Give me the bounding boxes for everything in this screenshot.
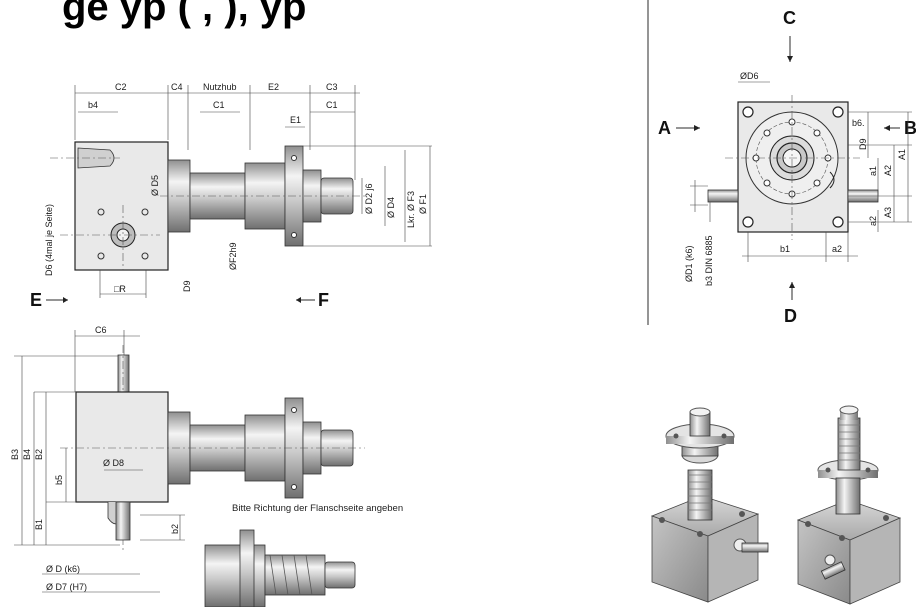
dim-a1-small: a1 (868, 166, 878, 176)
dim-f2: ØF2h9 (228, 242, 238, 270)
dim-d8: Ø D8 (103, 458, 124, 468)
dim-b3-top: b3 DIN 6885 (704, 235, 714, 286)
dim-b4: b4 (88, 100, 98, 110)
dim-e1: E1 (290, 115, 301, 125)
flange-detail (204, 544, 266, 607)
dim-b2: B2 (34, 449, 44, 460)
dim-f1: Ø F1 (418, 194, 428, 214)
key-cutout (77, 147, 115, 169)
dim-a3: A3 (883, 207, 893, 218)
dim-c6: C6 (95, 325, 107, 335)
dim-nutzhub: Nutzhub (203, 82, 237, 92)
dim-f3: Lkr. Ø F3 (406, 191, 416, 228)
dim-c4: C4 (171, 82, 183, 92)
dim-d6-top: ØD6 (740, 71, 759, 81)
iso-spindle-2 (837, 417, 861, 471)
view-label-e: E (30, 290, 42, 310)
dim-e2: E2 (268, 82, 279, 92)
dim-d1-top: ØD1 (k6) (684, 245, 694, 282)
iso-view-1 (650, 407, 769, 603)
title-fragment: ge yp ( , ), yp (62, 0, 306, 29)
dim-b2-small: b2 (170, 524, 180, 534)
dim-d9-top: D9 (858, 138, 868, 150)
dim-d9: D9 (182, 280, 192, 292)
view-label-c: C (783, 8, 796, 28)
dim-a2: A2 (883, 165, 893, 176)
dim-a1: A1 (897, 149, 907, 160)
dim-b6: b6. (852, 118, 865, 128)
view-label-a: A (658, 118, 671, 138)
bolt-hole (97, 208, 105, 216)
bolt-hole (141, 208, 149, 216)
dim-b1: B1 (34, 519, 44, 530)
bolt-hole (141, 252, 149, 260)
input-shaft-top-left (707, 189, 739, 203)
gearbox-housing-side (75, 391, 169, 503)
flange-direction-note: Bitte Richtung der Flanschseite angeben (232, 503, 403, 514)
dim-d5: Ø D5 (150, 175, 160, 196)
dim-a2-bottom: a2 (832, 244, 842, 254)
view-label-f: F (318, 290, 329, 310)
dim-c2: C2 (115, 82, 127, 92)
dim-c3: C3 (326, 82, 338, 92)
dim-d6-side: D6 (4mal je Seite) (44, 204, 54, 276)
dim-c1-right: C1 (326, 100, 338, 110)
top-view: ØD6 b6. D9 a1 A2 (684, 71, 912, 286)
front-view: C2 C4 Nutzhub E2 C3 C1 C1 b4 E1 (44, 82, 432, 298)
dim-r: □R (114, 284, 126, 294)
input-shaft (117, 354, 130, 394)
dim-d2: Ø D2 j6 (364, 183, 374, 214)
dim-b5: b5 (54, 475, 64, 485)
dim-c1-left: C1 (213, 100, 225, 110)
dim-b1: b1 (780, 244, 790, 254)
dim-a2-small: a2 (868, 216, 878, 226)
dim-b3: B3 (10, 449, 20, 460)
iso-view-2 (796, 405, 902, 605)
view-label-d: D (784, 306, 797, 326)
dim-b4: B4 (22, 449, 32, 460)
iso-spindle (687, 469, 713, 521)
view-label-b: B (904, 118, 916, 138)
dim-d7-h7: Ø D7 (H7) (46, 582, 87, 592)
bolt-hole (97, 252, 105, 260)
dim-d-k6: Ø D (k6) (46, 564, 80, 574)
side-view: C6 B3 B4 B2 b5 B1 Ø D8 b2 (10, 325, 403, 607)
dim-d4: Ø D4 (386, 197, 396, 218)
